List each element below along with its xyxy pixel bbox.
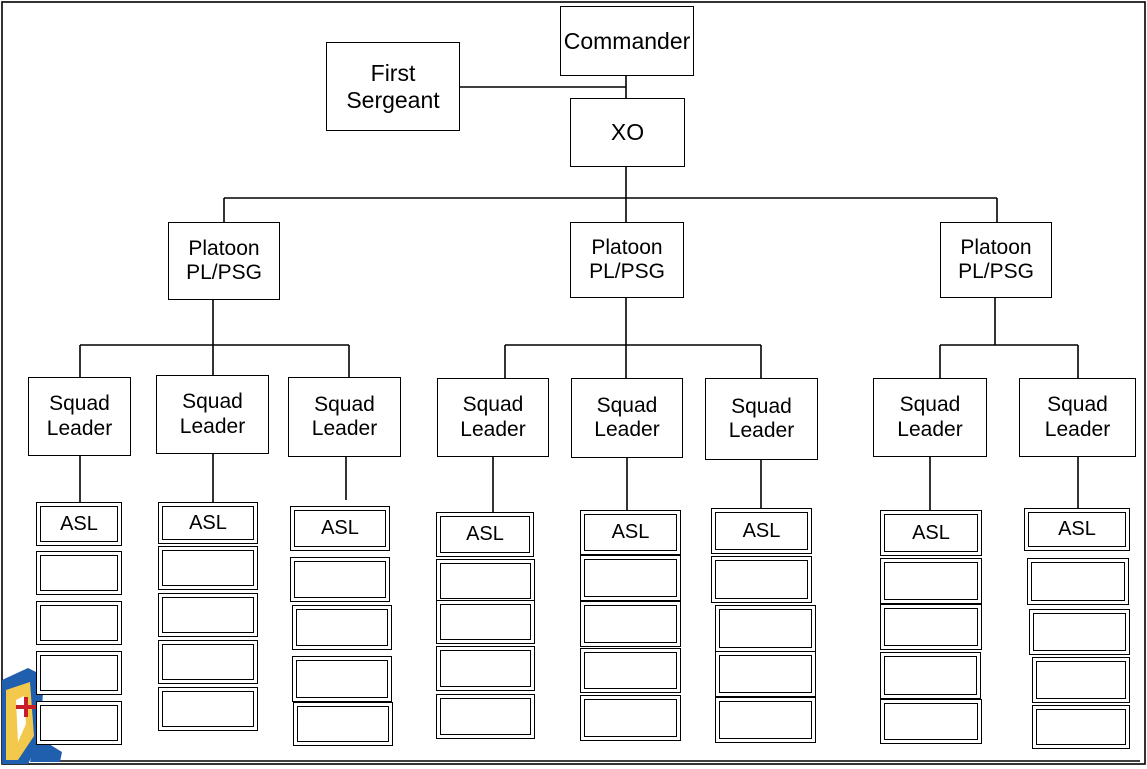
member-slot <box>36 651 122 695</box>
member-slot <box>436 694 535 739</box>
asl-label: ASL <box>440 516 530 553</box>
asl-label: ASL <box>294 510 386 547</box>
asl-slot: ASL <box>158 502 258 544</box>
asl-label: ASL <box>162 506 254 540</box>
member-slot <box>715 697 816 743</box>
commander-label: Commander <box>563 27 691 54</box>
member-slot <box>292 656 392 702</box>
member-slot <box>711 556 812 603</box>
asl-label: ASL <box>584 514 677 551</box>
member-slot <box>580 555 681 601</box>
platoon-1-box: Platoon PL/PSG <box>168 222 280 300</box>
member-slot <box>715 605 816 652</box>
member-slot <box>36 551 122 595</box>
asl-label: ASL <box>884 514 978 552</box>
member-slot <box>292 605 392 650</box>
member-slot <box>580 695 681 741</box>
member-slot <box>290 557 390 602</box>
member-slot <box>158 640 258 684</box>
asl-label: ASL <box>40 506 118 542</box>
asl-slot: ASL <box>1024 508 1130 551</box>
member-slot <box>436 559 535 603</box>
first-sergeant-label-line1: First <box>370 60 416 87</box>
member-slot <box>436 600 535 644</box>
commander-box: Commander <box>560 6 694 76</box>
member-slot <box>880 699 982 744</box>
asl-slot: ASL <box>711 508 812 554</box>
xo-label: XO <box>610 119 645 146</box>
first-sergeant-label-line2: Sergeant <box>346 86 440 113</box>
member-slot <box>1029 609 1130 655</box>
platoon-2-box: Platoon PL/PSG <box>570 222 684 298</box>
member-slot <box>293 702 393 746</box>
member-slot <box>436 646 535 691</box>
member-slot <box>36 701 122 745</box>
member-slot <box>158 593 258 637</box>
member-slot <box>1032 657 1130 703</box>
asl-slot: ASL <box>880 510 982 556</box>
member-slot <box>580 601 681 647</box>
member-slot <box>580 648 681 693</box>
first-sergeant-box: First Sergeant <box>326 42 460 131</box>
medical-cross-logo-icon <box>2 668 62 764</box>
asl-slot: ASL <box>290 506 390 551</box>
member-slot <box>158 687 258 731</box>
xo-box: XO <box>570 98 685 167</box>
asl-slot: ASL <box>436 512 534 557</box>
member-slot <box>1027 558 1129 605</box>
asl-label: ASL <box>1028 512 1126 547</box>
member-slot <box>36 601 122 645</box>
member-slot <box>715 651 816 697</box>
platoon-3-box: Platoon PL/PSG <box>940 222 1052 298</box>
asl-slot: ASL <box>36 502 122 546</box>
member-slot <box>880 604 982 650</box>
member-slot <box>158 546 258 590</box>
member-slot <box>880 558 982 604</box>
member-slot <box>880 652 981 699</box>
asl-label: ASL <box>715 512 808 550</box>
member-slot <box>1032 705 1130 749</box>
asl-slot: ASL <box>580 510 681 555</box>
